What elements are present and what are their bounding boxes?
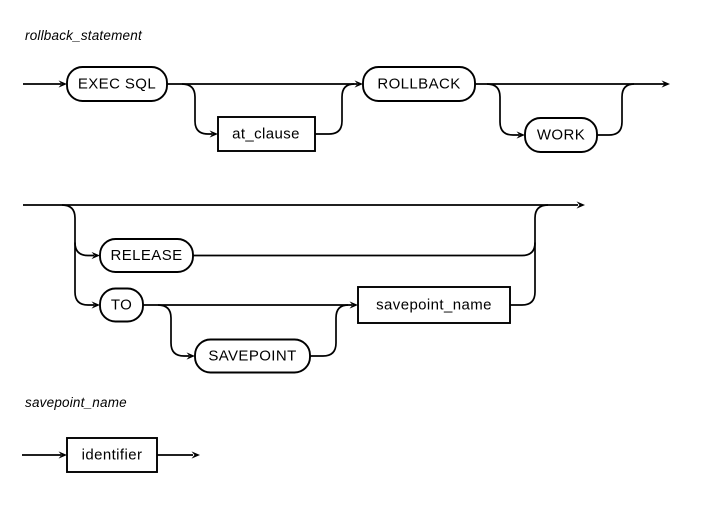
rail-into-to [74,291,94,306]
savepoint-label: SAVEPOINT [208,348,296,365]
at-clause-nonterminal [217,116,316,152]
exec-sql-terminal [66,66,168,102]
release-terminal [99,238,194,273]
rail-rejoin-work [597,83,635,136]
rail-branch-down-at-clause [181,83,212,135]
rail-release-exit [193,242,536,257]
identifier-label: identifier [82,447,143,464]
rail-rejoin-right [510,204,549,306]
rail-branch-down-left [61,204,76,292]
rule-title-rollback-statement: rollback_statement [25,28,143,43]
at-clause-label: at_clause [232,126,300,143]
rollback-terminal [362,66,476,102]
rail-rejoin-at-clause [315,83,355,135]
work-label: WORK [537,127,585,144]
savepoint-name-label: savepoint_name [376,297,492,314]
to-terminal [99,287,144,323]
savepoint-terminal [194,338,311,374]
rule-title-savepoint-name: savepoint_name [25,395,127,410]
savepoint-name-rule-row: identifier [22,437,200,473]
rollback-label: ROLLBACK [377,76,460,93]
rail-rejoin-savepoint [310,304,349,357]
rollback-rule-row2: RELEASE TO SAVEPOINT savepoint_name [23,201,585,374]
identifier-nonterminal [66,437,158,473]
rollback-rule-row1: EXEC SQL at_clause ROLLBACK WORK [23,66,670,153]
work-terminal [524,117,598,153]
rail-branch-down-work [486,83,519,136]
exec-sql-label: EXEC SQL [78,76,156,93]
to-label: TO [111,297,132,314]
rail-into-release [74,242,94,257]
release-label: RELEASE [111,247,183,264]
rail-branch-down-savepoint [157,304,189,357]
savepoint-name-nonterminal [357,286,511,324]
